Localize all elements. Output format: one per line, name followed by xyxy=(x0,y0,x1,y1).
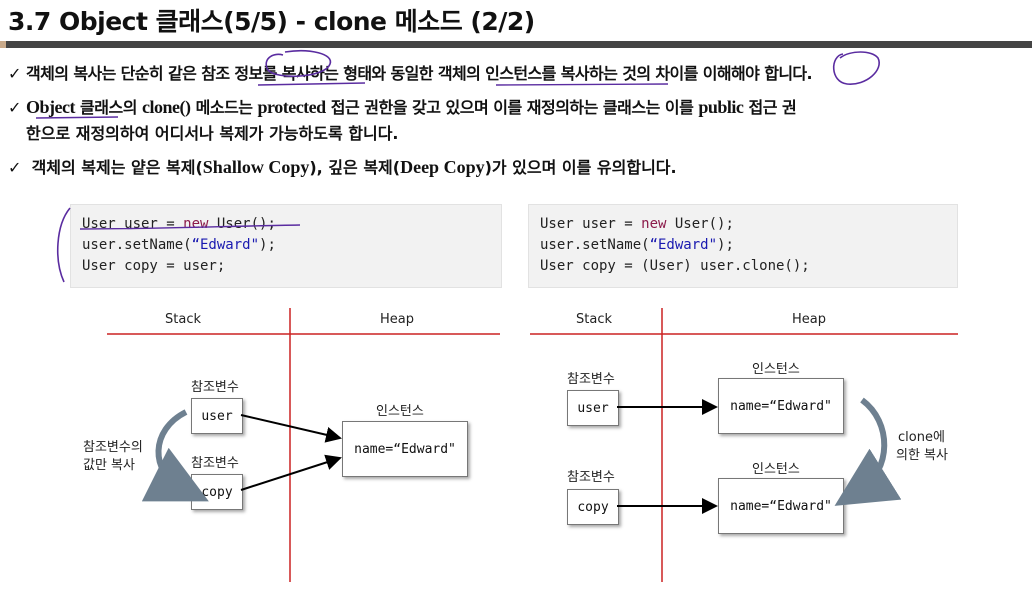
side-note-2: 값만 복사 xyxy=(83,458,135,473)
stack-label: Stack xyxy=(165,312,201,327)
side-note-1: 참조변수의 xyxy=(83,440,143,455)
bullet-3-text-c: )가 있으며 이를 유의합니다. xyxy=(484,158,677,177)
bullet-2-text-d: 접근 권 xyxy=(743,98,797,117)
stack-label: Stack xyxy=(576,312,612,327)
code-line-2: user.setName(“Edward"); xyxy=(540,237,734,253)
bullet-3: ✓ 객체의 복제는 얕은 복제(Shallow Copy), 깊은 복제(Dee… xyxy=(8,155,677,180)
instance-label-2: 인스턴스 xyxy=(752,462,800,477)
bullet-2: ✓ Object 클래스의 clone() 메소드는 protected 접근 권… xyxy=(8,95,797,120)
check-icon: ✓ xyxy=(8,158,22,177)
bullet-2-protected: protected xyxy=(257,97,327,117)
ref-box-user: user xyxy=(191,398,243,434)
bullet-2-public: public xyxy=(698,97,744,117)
slide-title: 3.7 Object 클래스(5/5) - clone 메소드 (2/2) xyxy=(8,7,535,36)
arrow-user-to-instance xyxy=(240,414,342,443)
ref-var-label-copy: 참조변수 xyxy=(567,470,615,485)
heap-label: Heap xyxy=(792,312,826,327)
diagram-clone-copy: Stack Heap 참조변수 user 참조변수 copy 인스턴스 name… xyxy=(500,300,1032,590)
code-line-3: User copy = (User) user.clone(); xyxy=(540,258,810,274)
instance-box: name=“Edward" xyxy=(342,421,468,477)
bullet-1: ✓ 객체의 복사는 단순히 같은 참조 정보를 복사하는 형태와 동일한 객체의 … xyxy=(8,61,813,86)
bullet-3-text-b: ), 깊은 복제( xyxy=(309,158,401,177)
bullet-3-text-a: 객체의 복제는 얕은 복제( xyxy=(26,158,203,177)
heap-label: Heap xyxy=(380,312,414,327)
code-line-3: User copy = user; xyxy=(82,258,226,274)
code-line-1: User user = new User(); xyxy=(540,216,734,232)
bullet-3-deep: Deep Copy xyxy=(400,157,485,177)
ref-var-label-copy: 참조변수 xyxy=(191,456,239,471)
check-icon: ✓ xyxy=(8,64,21,83)
diagram-shallow-copy: Stack Heap 참조변수 user 참조변수 copy 인스턴스 name… xyxy=(0,300,500,590)
code-line-1: User user = new User(); xyxy=(82,216,276,232)
bullet-2-object: Object xyxy=(26,97,75,117)
annotation-bracket-code xyxy=(56,207,71,283)
ref-var-label-user: 참조변수 xyxy=(567,372,615,387)
annotation-circle-difference xyxy=(832,51,880,85)
instance-box-1: name=“Edward" xyxy=(718,378,844,434)
instance-label: 인스턴스 xyxy=(376,404,424,419)
diagram-clone-lines xyxy=(530,308,958,582)
copy-curve-arrow xyxy=(141,409,209,502)
side-note-1: clone에 xyxy=(898,430,945,445)
ref-box-copy: copy xyxy=(191,474,243,510)
bullet-2-text-a: 클래스의 xyxy=(74,98,143,117)
clone-curve-arrow xyxy=(834,397,902,506)
bullet-2-line2: 한으로 재정의하여 어디서나 복제가 가능하도록 합니다. xyxy=(26,124,399,143)
bullet-2-clone: clone() xyxy=(142,97,191,117)
ref-var-label-user: 참조변수 xyxy=(191,380,239,395)
ref-box-copy: copy xyxy=(567,489,619,525)
ref-box-user: user xyxy=(567,390,619,426)
bullet-2-text-b: 메소드는 xyxy=(190,98,258,117)
code-line-2: user.setName(“Edward"); xyxy=(82,237,276,253)
check-icon: ✓ xyxy=(8,98,21,117)
code-block-clone: User user = new User(); user.setName(“Ed… xyxy=(528,204,958,288)
arrow-copy-to-instance xyxy=(240,454,342,491)
code-block-shallow: User user = new User(); user.setName(“Ed… xyxy=(70,204,502,288)
side-note-2: 의한 복사 xyxy=(896,448,948,463)
instance-label-1: 인스턴스 xyxy=(752,362,800,377)
title-underline-bar xyxy=(0,41,1032,48)
bullet-1-text: 객체의 복사는 단순히 같은 참조 정보를 복사하는 형태와 동일한 객체의 인… xyxy=(26,64,813,83)
instance-box-2: name=“Edward" xyxy=(718,478,844,534)
bullet-2-text-c: 접근 권한을 갖고 있으며 이를 재정의하는 클래스는 이를 xyxy=(325,98,699,117)
bullet-3-shallow: Shallow Copy xyxy=(202,157,310,177)
